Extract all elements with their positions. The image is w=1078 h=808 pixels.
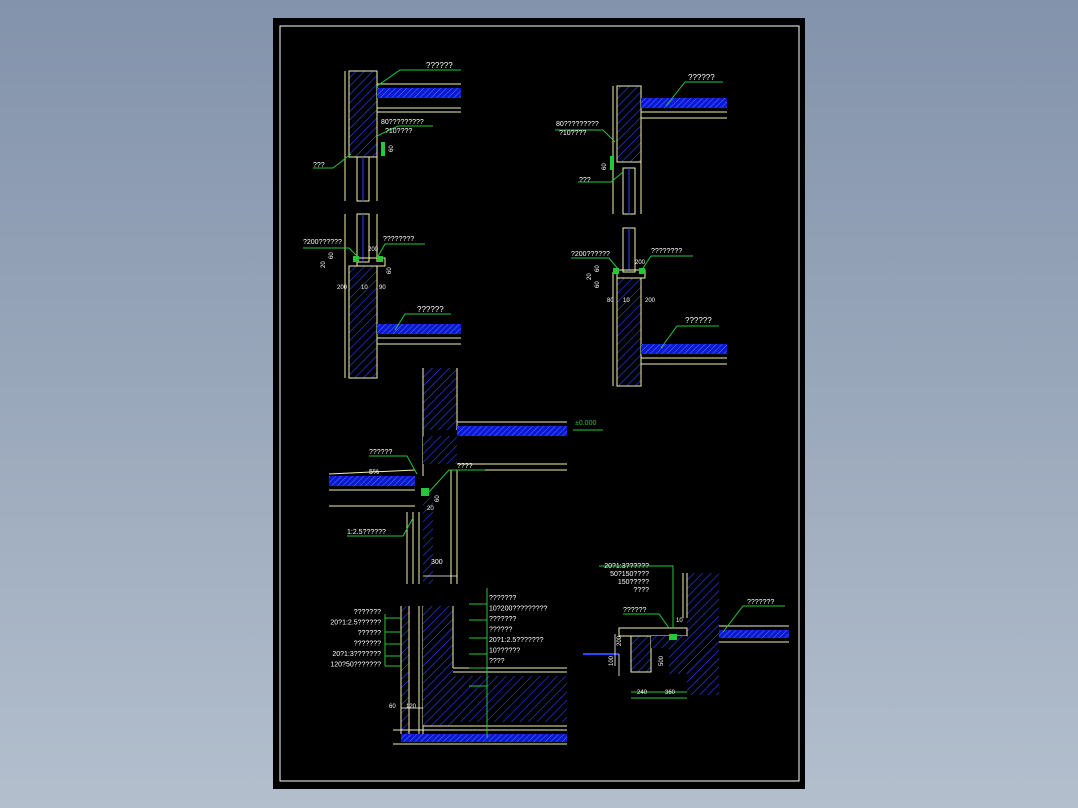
d4-label-left: ?200?????? xyxy=(571,251,610,258)
d4-dim-60b: 60 xyxy=(595,281,601,288)
d7-dim-10: 10 xyxy=(676,618,683,624)
d4-dim-200a: 200 xyxy=(635,260,646,266)
d6-right-note: ???? xyxy=(489,658,505,665)
d7-dim-240: 240 xyxy=(637,690,648,696)
d6-dim-120: 120 xyxy=(406,704,417,710)
d5-dim-300: 300 xyxy=(431,559,443,566)
d2-label-mid-b: ?10???? xyxy=(559,130,586,137)
cad-drawing: ?????? 80????????? ?10???? ??? 60 ??????… xyxy=(273,18,805,789)
d4-dim-80: 80 xyxy=(607,298,614,304)
d6-right-note: ??????? xyxy=(489,616,516,623)
d4-label-right: ???????? xyxy=(651,248,682,255)
d6-right-note: 20?1:2.5??????? xyxy=(489,637,544,644)
detail-6: ??????? 20?1:2.5??????????????????? 20?1:3… xyxy=(330,588,567,745)
d4-label-bottom: ?????? xyxy=(685,316,712,325)
d6-left-note: ??????? xyxy=(354,609,381,616)
d1-label-top: ?????? xyxy=(426,61,453,70)
d1-label-mid-b: ?10???? xyxy=(385,128,412,135)
d6-left-note: 20?1:3??????? xyxy=(332,651,381,658)
d3-dim-200a: 200 xyxy=(368,247,379,253)
d6-left-note: 20?1:2.5?????? xyxy=(330,620,381,627)
d5-elevation: ±0.000 xyxy=(575,420,596,427)
detail-4: ?200?????? ???????? 200 20 60 60 80 10 2… xyxy=(571,227,727,387)
d7-dim-500: 500 xyxy=(659,655,665,666)
d7-dim-360: 360 xyxy=(665,690,676,696)
sheet-border xyxy=(279,25,800,782)
d6-left-note: 120?50??????? xyxy=(330,662,381,669)
d2-label-mid-a: 80????????? xyxy=(556,121,599,128)
d5-label-right: ???? xyxy=(457,463,473,470)
d6-right-note: 10?200????????? xyxy=(489,606,548,613)
d5-label-left: ?????? xyxy=(369,449,392,456)
d6-right-note: ??????? xyxy=(489,595,516,602)
d2-dim: 60 xyxy=(602,163,608,170)
d7-top-note: 50?150???? xyxy=(610,571,649,578)
d6-right-notes: ??????? 10?200?????????????????????? 20?1:… xyxy=(489,595,548,665)
detail-1: ?????? 80????????? ?10???? ??? 60 xyxy=(313,61,461,202)
d1-label-left: ??? xyxy=(313,162,325,169)
d3-label-right: ???????? xyxy=(383,236,414,243)
d1-dim: 60 xyxy=(389,145,395,152)
d4-dim-20: 20 xyxy=(587,273,593,280)
d3-label-left: ?200?????? xyxy=(303,239,342,246)
d2-label-top: ?????? xyxy=(688,73,715,82)
d6-dim-60: 60 xyxy=(389,704,396,710)
d3-dim-200b: 200 xyxy=(337,285,348,291)
d7-label-mid: ?????? xyxy=(623,607,646,614)
d1-label-mid-a: 80????????? xyxy=(381,119,424,126)
d5-label-bottom: 1:2.5?????? xyxy=(347,529,386,536)
d7-label-right: ??????? xyxy=(747,599,774,606)
d7-dim-200: 200 xyxy=(617,635,623,646)
d7-top-note: 20?1:3?????? xyxy=(604,563,649,570)
d7-top-notes: 20?1:3??????50?150????150????????? xyxy=(604,563,649,594)
d6-left-note: ?????? xyxy=(358,630,381,637)
d3-dim-90: 90 xyxy=(379,285,386,291)
d4-dim-200b: 200 xyxy=(645,298,656,304)
d5-slope: 5% xyxy=(369,469,379,476)
d3-dim-10: 10 xyxy=(361,285,368,291)
d6-left-note: ??????? xyxy=(354,641,381,648)
d3-label-bottom: ?????? xyxy=(417,305,444,314)
d3-dim-60b: 60 xyxy=(387,267,393,274)
detail-7: 20?1:3??????50?150????150????????? ?????… xyxy=(583,563,789,699)
d2-label-left: ??? xyxy=(579,177,591,184)
d4-dim-60a: 60 xyxy=(595,265,601,272)
d6-right-note: ?????? xyxy=(489,627,512,634)
d5-dim-20: 20 xyxy=(427,506,434,512)
detail-2: ?????? 80????????? ?10???? ??? 60 xyxy=(555,73,727,215)
d7-top-note: 150????? xyxy=(618,579,649,586)
drawing-sheet: ?????? 80????????? ?10???? ??? 60 ??????… xyxy=(273,18,805,789)
d7-top-note: ???? xyxy=(633,587,649,594)
d3-dim-20: 20 xyxy=(321,261,327,268)
detail-5: ±0.000 ?????? 5% ???? 60 20 1:2.5?????? … xyxy=(328,368,603,584)
d4-dim-10: 10 xyxy=(623,298,630,304)
d6-left-notes: ??????? 20?1:2.5??????????????????? 20?1:3… xyxy=(330,609,381,669)
d6-right-note: 10?????? xyxy=(489,648,520,655)
d7-dim-100: 100 xyxy=(609,655,615,666)
d3-dim-60a: 60 xyxy=(329,252,335,259)
d5-dim-60: 60 xyxy=(435,495,441,502)
detail-3: ?200?????? ???????? 200 20 60 60 200 10 … xyxy=(303,213,461,379)
